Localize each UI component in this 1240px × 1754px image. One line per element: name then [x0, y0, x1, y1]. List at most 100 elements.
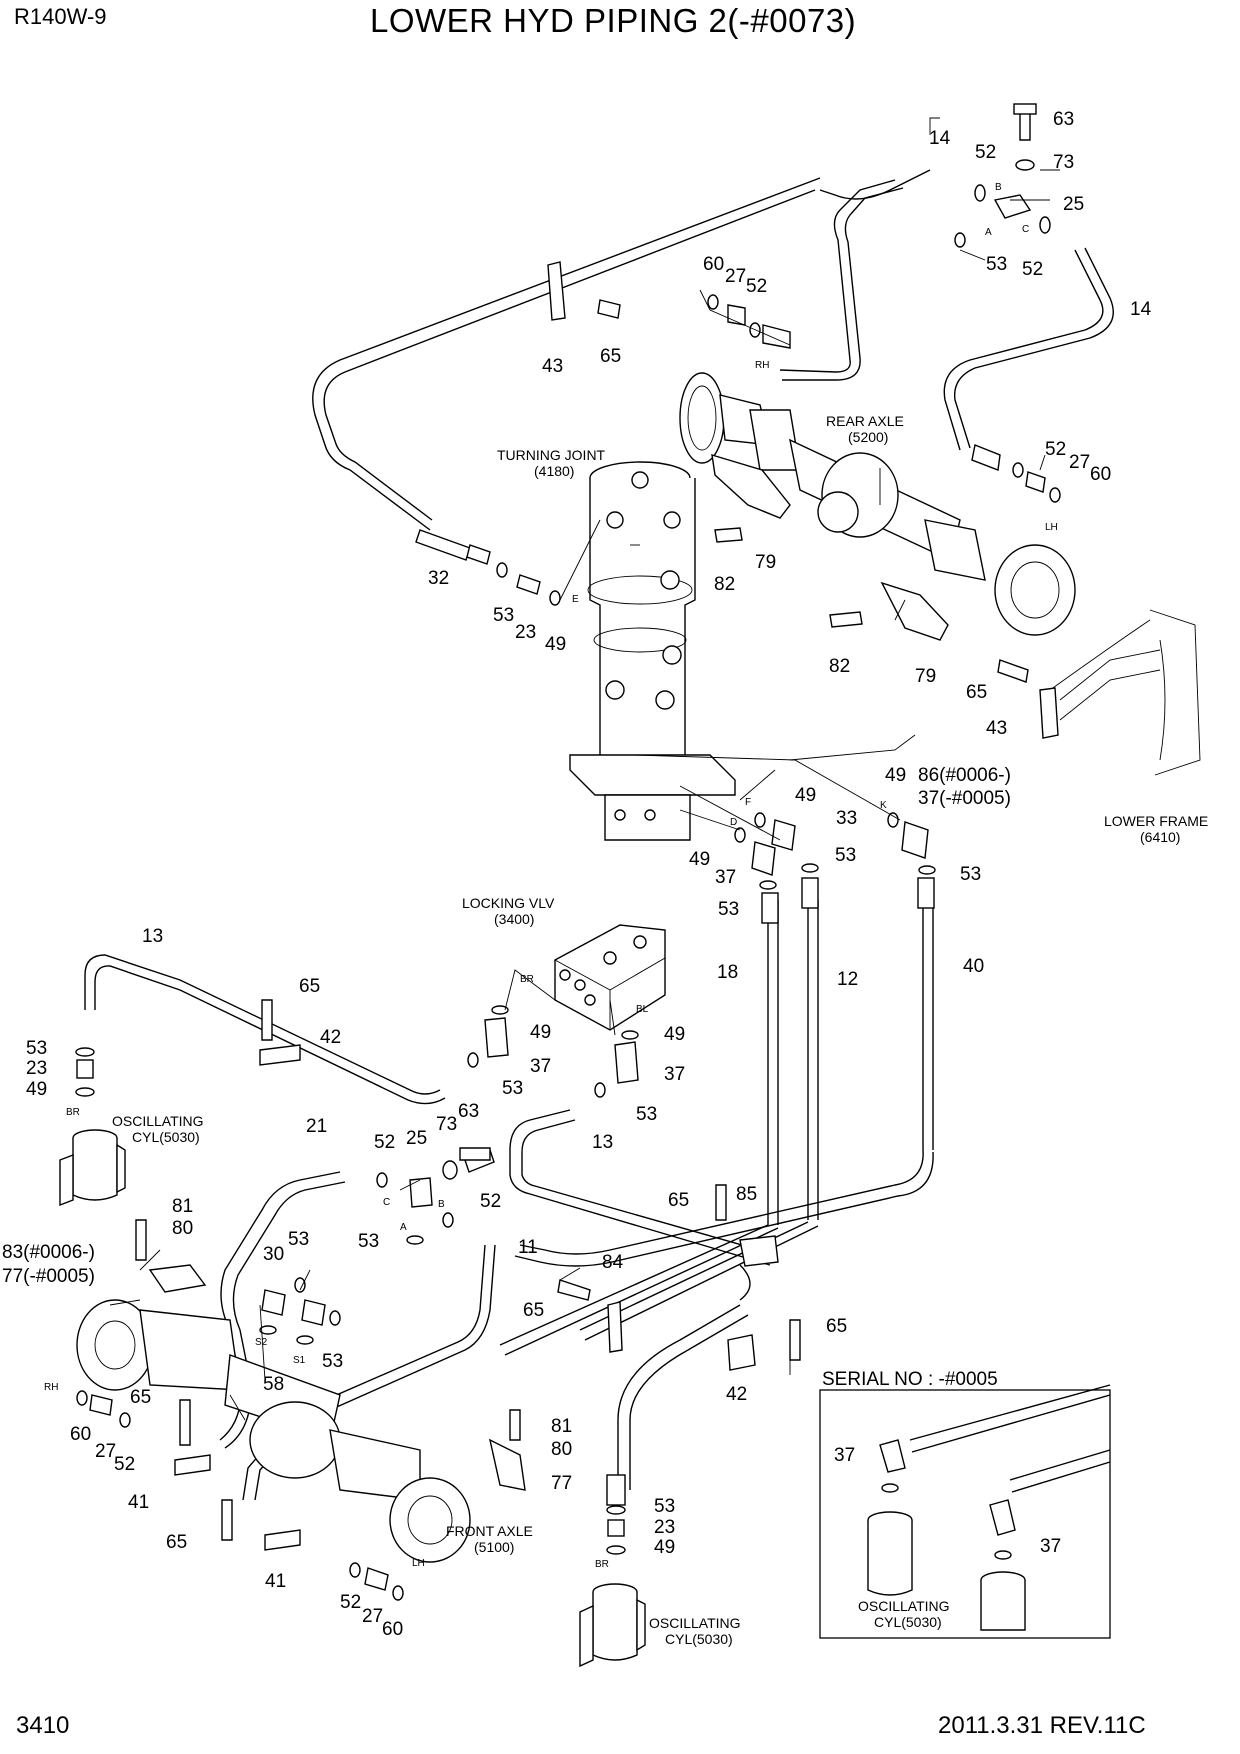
callout-14: 14	[1130, 299, 1152, 320]
lower-frame-code: (6410)	[1140, 829, 1180, 845]
callout-65: 65	[523, 1300, 544, 1321]
callout-12: 12	[837, 969, 858, 990]
leader-lines	[109, 117, 1060, 1421]
osc-cyl-bottom-code: CYL(5030)	[665, 1631, 733, 1647]
port-label: S1	[293, 1355, 306, 1366]
callout-13: 13	[142, 926, 163, 947]
callout-27: 27	[1069, 452, 1090, 473]
oscillating-cylinder-left	[59, 1129, 126, 1207]
rear-axle	[679, 372, 1076, 641]
callout-52: 52	[114, 1454, 135, 1475]
callout-37: 37	[1040, 1536, 1061, 1557]
front-axle-name: FRONT AXLE	[446, 1523, 533, 1539]
callout-11: 11	[518, 1237, 538, 1258]
callout-37: 37	[834, 1445, 855, 1466]
osc-cyl-bottom-name: OSCILLATING	[649, 1615, 741, 1631]
callout-23: 23	[26, 1058, 47, 1079]
port-label: BR	[595, 1559, 609, 1570]
callout-14: 14	[929, 128, 951, 149]
callout-60: 60	[70, 1424, 91, 1445]
callout-52: 52	[1045, 439, 1066, 460]
callout-37: 37	[530, 1056, 551, 1077]
callout-80: 80	[551, 1439, 572, 1460]
callout-65: 65	[600, 346, 621, 367]
callout-83: 83(#0006-)	[2, 1242, 95, 1263]
callout-49: 49	[545, 634, 566, 655]
callout-49: 49	[795, 785, 816, 806]
callout-53: 53	[493, 605, 514, 626]
callout-52: 52	[480, 1191, 501, 1212]
callout-37: 37	[715, 867, 736, 888]
port-label: F	[745, 797, 751, 808]
lower-frame	[1049, 609, 1201, 776]
callout-25: 25	[406, 1128, 427, 1149]
osc-cyl-inset-code: CYL(5030)	[874, 1614, 942, 1630]
osc-cyl-inset-name: OSCILLATING	[858, 1598, 950, 1614]
callout-85: 85	[736, 1184, 757, 1205]
callout-63: 63	[458, 1101, 479, 1122]
callout-27: 27	[725, 266, 746, 287]
port-label: A	[400, 1222, 407, 1233]
callout-53: 53	[26, 1038, 47, 1059]
callout-37: 37(-#0005)	[918, 788, 1011, 809]
inset-title: SERIAL NO : -#0005	[822, 1369, 998, 1390]
callout-53: 53	[654, 1496, 675, 1517]
callout-65: 65	[299, 976, 320, 997]
turning-joint-code: (4180)	[534, 463, 574, 479]
callout-21: 21	[306, 1116, 327, 1137]
callout-43: 43	[986, 718, 1007, 739]
callout-40: 40	[963, 956, 984, 977]
port-label: RH	[44, 1382, 58, 1393]
callout-30: 30	[263, 1244, 284, 1265]
callout-49: 49	[654, 1537, 675, 1558]
callout-81: 81	[172, 1196, 193, 1217]
callout-42: 42	[320, 1027, 341, 1048]
port-label: C	[1022, 224, 1029, 235]
callout-53: 53	[718, 899, 739, 920]
callout-58: 58	[263, 1374, 284, 1395]
callout-63: 63	[1053, 109, 1074, 130]
port-label: A	[985, 227, 992, 238]
callout-60: 60	[703, 254, 724, 275]
port-label: BR	[520, 974, 534, 985]
turning-joint	[569, 461, 736, 841]
port-letters: B A C RH LH E F D K BR BL C B A S2 S1 RH…	[44, 182, 1058, 1570]
port-label: C	[383, 1197, 390, 1208]
callout-43: 43	[542, 356, 563, 377]
port-label: B	[438, 1199, 445, 1210]
turning-joint-name: TURNING JOINT	[497, 447, 606, 463]
port-label: D	[730, 817, 737, 828]
callout-82: 82	[829, 656, 850, 677]
callout-13: 13	[592, 1132, 613, 1153]
callout-25: 25	[1063, 194, 1084, 215]
locking-valve-name: LOCKING VLV	[462, 895, 555, 911]
callout-79: 79	[915, 666, 936, 687]
osc-cyl-left-code: CYL(5030)	[132, 1129, 200, 1145]
osc-cyl-left-name: OSCILLATING	[112, 1113, 204, 1129]
callout-53: 53	[288, 1229, 309, 1250]
component-labels: TURNING JOINT (4180) REAR AXLE (5200) LO…	[112, 413, 1208, 1647]
callout-60: 60	[1090, 464, 1111, 485]
callout-52: 52	[975, 142, 996, 163]
locking-valve-code: (3400)	[494, 911, 534, 927]
callout-41: 41	[128, 1492, 149, 1513]
callout-82: 82	[714, 574, 735, 595]
callout-79: 79	[755, 552, 776, 573]
callout-65: 65	[966, 682, 987, 703]
callout-86: 86(#0006-)	[918, 765, 1011, 786]
callout-65: 65	[166, 1532, 187, 1553]
callout-23: 23	[515, 622, 536, 643]
model-name: R140W-9	[14, 4, 107, 29]
callout-53: 53	[322, 1351, 343, 1372]
callout-53: 53	[986, 254, 1007, 275]
page-number: 3410	[16, 1712, 70, 1739]
callout-65: 65	[668, 1190, 689, 1211]
port-label: BR	[66, 1107, 80, 1118]
port-label: S2	[255, 1337, 268, 1348]
callout-77: 77	[551, 1473, 572, 1494]
callout-60: 60	[382, 1619, 403, 1640]
callout-81: 81	[551, 1416, 572, 1437]
callout-77: 77(-#0005)	[2, 1266, 95, 1287]
callout-84: 84	[602, 1252, 624, 1273]
